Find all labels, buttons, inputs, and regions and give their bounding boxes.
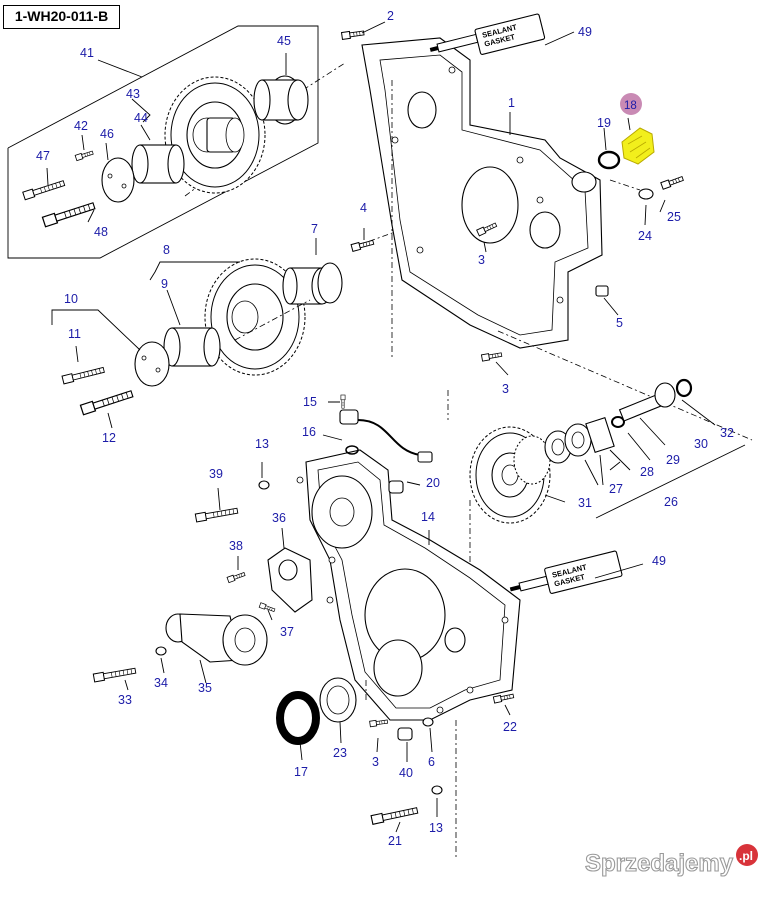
callout-40: 40 xyxy=(399,766,413,780)
callout-33: 33 xyxy=(118,693,132,707)
callout-13-upper: 13 xyxy=(255,437,269,451)
callout-31: 31 xyxy=(578,496,592,510)
idler-bushing xyxy=(131,144,185,184)
callout-35: 35 xyxy=(198,681,212,695)
callout-22: 22 xyxy=(503,720,517,734)
belt-tensioner xyxy=(165,613,268,666)
tensioner-bracket xyxy=(267,547,313,613)
callout-41: 41 xyxy=(80,46,94,60)
diagram-code-label: 1-WH20-011-B xyxy=(3,5,120,29)
bolt-42 xyxy=(74,149,95,162)
callout-49-top: 49 xyxy=(578,25,592,39)
callout-23: 23 xyxy=(333,746,347,760)
watermark-badge xyxy=(736,844,758,866)
callout-28: 28 xyxy=(640,465,654,479)
washer-24 xyxy=(638,188,654,200)
bolt-2 xyxy=(341,28,365,40)
callout-25: 25 xyxy=(667,210,681,224)
callout-29: 29 xyxy=(666,453,680,467)
watermark: Sprzedajemy .pl xyxy=(585,844,758,878)
callout-3-middle: 3 xyxy=(502,382,509,396)
callout-19: 19 xyxy=(597,116,611,130)
sealant-tube-bottom: SEALANT GASKET xyxy=(509,550,623,594)
callout-42: 42 xyxy=(74,119,88,133)
callout-3-lower: 3 xyxy=(372,755,379,769)
callout-1: 1 xyxy=(508,96,515,110)
callout-34: 34 xyxy=(154,676,168,690)
callout-9: 9 xyxy=(161,277,168,291)
timing-cover-housing xyxy=(355,37,753,441)
callout-20: 20 xyxy=(426,476,440,490)
watermark-text: Sprzedajemy xyxy=(585,850,734,877)
callout-14: 14 xyxy=(421,510,435,524)
callout-27: 27 xyxy=(609,482,623,496)
callout-48: 48 xyxy=(94,225,108,239)
thrust-plate xyxy=(101,157,135,203)
callout-38: 38 xyxy=(229,539,243,553)
callout-3-upper: 3 xyxy=(478,253,485,267)
highlighted-part-18 xyxy=(621,127,655,165)
sealant-tube-top: SEALANT GASKET xyxy=(429,13,546,55)
callout-49-bottom: 49 xyxy=(652,554,666,568)
callout-5: 5 xyxy=(616,316,623,330)
bolt-3b xyxy=(481,351,503,362)
sensor-harness xyxy=(339,394,433,494)
bolt-4 xyxy=(350,238,375,252)
callout-47: 47 xyxy=(36,149,50,163)
intermediate-gear xyxy=(204,258,306,376)
callout-11: 11 xyxy=(68,327,81,341)
callout-39: 39 xyxy=(209,467,223,481)
callout-17: 17 xyxy=(294,765,308,779)
drive-gear-assembly: 32 30 29 28 27 26 31 xyxy=(469,378,746,580)
bolt-47 xyxy=(22,178,66,201)
callout-4: 4 xyxy=(360,201,367,215)
intermediate-gear-group: 8 9 7 10 11 12 xyxy=(51,222,343,445)
callout-7: 7 xyxy=(311,222,318,236)
callout-36: 36 xyxy=(272,511,286,525)
callout-46: 46 xyxy=(100,127,114,141)
callout-21: 21 xyxy=(388,834,402,848)
callout-45: 45 xyxy=(277,34,291,48)
callout-44: 44 xyxy=(134,111,148,125)
idler-gear xyxy=(164,76,266,194)
bolt-48 xyxy=(41,200,97,228)
highlight-badge xyxy=(620,93,642,115)
callout-26: 26 xyxy=(664,495,678,509)
callout-18: 18 xyxy=(624,100,637,112)
idler-gear-assembly-group: 41 45 43 44 42 46 47 48 xyxy=(7,25,346,259)
callout-8: 8 xyxy=(163,243,170,257)
callout-37: 37 xyxy=(280,625,294,639)
bolt-25 xyxy=(660,174,685,190)
callout-43: 43 xyxy=(126,87,140,101)
seal-17 xyxy=(276,691,320,745)
callout-10: 10 xyxy=(64,292,78,306)
watermark-badge-text: .pl xyxy=(739,849,753,863)
callout-2: 2 xyxy=(387,9,394,23)
callout-32: 32 xyxy=(720,426,734,440)
callout-15: 15 xyxy=(303,395,317,409)
callout-13-lower: 13 xyxy=(429,821,443,835)
dowel-5 xyxy=(595,285,609,297)
idler-hub xyxy=(253,75,309,125)
callout-16: 16 xyxy=(302,425,316,439)
callout-24: 24 xyxy=(638,229,652,243)
callout-12: 12 xyxy=(102,431,116,445)
front-cover-lower xyxy=(296,390,521,860)
callout-6: 6 xyxy=(428,755,435,769)
oring-19 xyxy=(597,150,621,170)
callout-30: 30 xyxy=(694,437,708,451)
